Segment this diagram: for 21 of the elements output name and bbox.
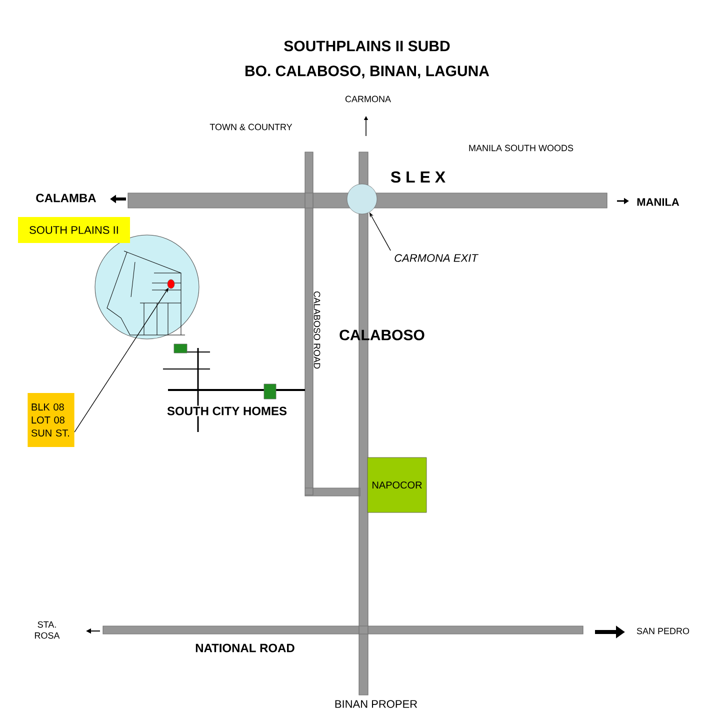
address-box: BLK 08 LOT 08 SUN ST. [28,393,74,447]
place-label: MANILA SOUTH WOODS [469,144,574,152]
process-box: SOUTH PLAINS II [18,217,130,243]
exit-label: CARMONA EXIT [394,254,478,262]
place-label: MANILA [637,198,680,206]
place-label: STA. ROSA [34,621,60,639]
place-label: BINAN PROPER [335,700,418,708]
place-label: SOUTH CITY HOMES [166,406,288,416]
road-name: S L E X [390,171,446,183]
place-label: SAN PEDRO [636,628,690,634]
road-name: CALABOSO ROAD [314,291,320,369]
interchange-circle [346,184,378,214]
heading: SOUTHPLAINS II SUBD [284,40,450,52]
place-label: CALAMBA [36,194,96,202]
location-dot [167,279,175,289]
road-name: NATIONAL ROAD [196,644,294,652]
place-label: TOWN & COUNTRY [210,124,292,130]
heading: BO. CALABOSO, BINAN, LAGUNA [246,66,490,78]
place-label: CARMONA [345,96,391,102]
landmark-box: NAPOCOR [367,457,427,513]
place-label: CALABOSO [340,330,424,340]
